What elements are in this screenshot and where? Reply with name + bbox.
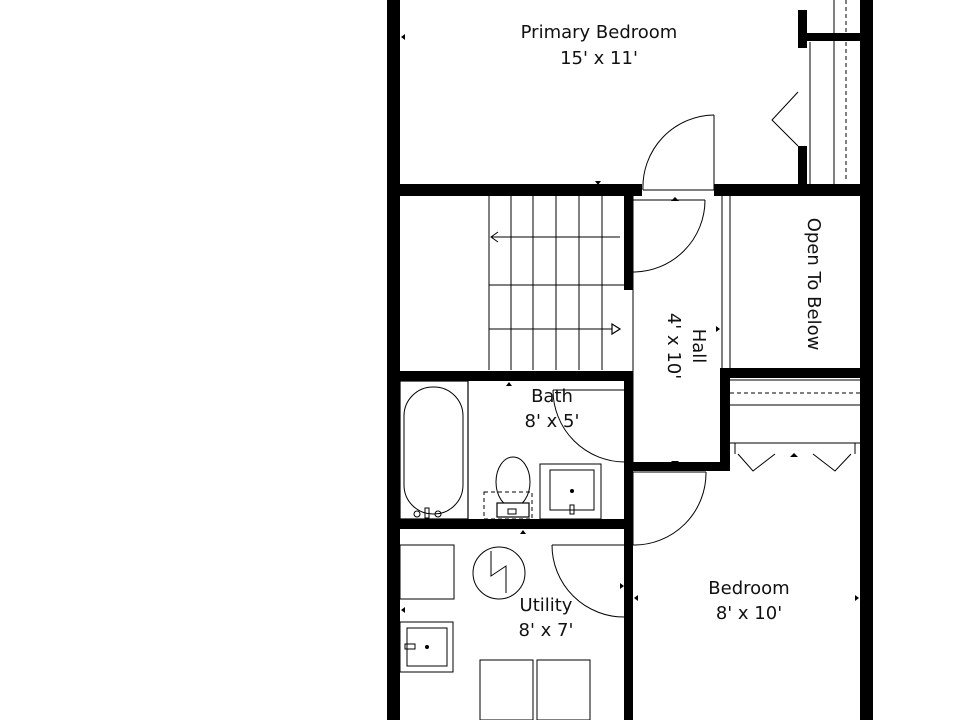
left-exterior-wall	[387, 0, 400, 720]
utility-sink-faucet	[404, 643, 416, 650]
wall-marker	[671, 461, 679, 465]
utility: Utility 8' x 7'	[399, 544, 626, 720]
utility-door-swing	[551, 544, 626, 618]
utility-sink	[406, 627, 448, 667]
closet-bifold-door	[771, 91, 799, 147]
stair-hall-wall	[624, 190, 633, 290]
tub-faucet	[424, 507, 430, 519]
wall-marker	[401, 607, 405, 613]
toilet-tank	[496, 502, 530, 518]
open-below-south-wall	[720, 368, 872, 378]
bedroom-door-swing	[642, 114, 715, 191]
bedroom-dims: 8' x 10'	[716, 603, 782, 624]
primary-bedroom-south-wall	[387, 184, 642, 196]
closet-bifold-left	[737, 453, 776, 472]
utility-name: Utility	[520, 595, 573, 616]
toilet-flush-icon	[507, 508, 517, 515]
water-heater-symbol-icon	[490, 551, 507, 593]
utility-sink-drain-icon	[425, 645, 429, 649]
vanity-sink	[549, 469, 595, 511]
tub-handle-icon	[413, 510, 421, 518]
closet-shelf-wall	[800, 33, 862, 41]
sink-faucet	[569, 504, 575, 515]
water-heater	[472, 546, 526, 600]
right-exterior-wall	[860, 0, 873, 720]
open-to-below-label-group: Open To Below	[803, 218, 824, 351]
bath-north-wall	[387, 371, 633, 381]
open-to-below-label: Open To Below	[803, 218, 824, 351]
closet-east-partition	[798, 10, 807, 48]
washer	[479, 659, 534, 720]
hall-south-wall	[624, 462, 730, 471]
bath-south-wall	[387, 519, 633, 529]
toilet-tank-outline	[483, 491, 533, 520]
primary-bedroom-south-wall-east	[714, 184, 872, 196]
hall-door-swing	[632, 199, 706, 273]
closet-bifold-right	[812, 453, 852, 472]
bath-door-swing	[552, 389, 626, 463]
bathtub	[399, 380, 469, 520]
bath-hall-wall	[624, 371, 633, 463]
utility-sink-cabinet	[399, 621, 454, 673]
storage-cabinet	[399, 544, 455, 600]
wall-marker	[506, 382, 512, 386]
toilet-bowl	[495, 456, 531, 508]
bath: Bath 8' x 5'	[399, 380, 626, 534]
wall-marker	[716, 326, 720, 332]
hall-name: Hall	[688, 329, 709, 364]
wall-marker	[671, 197, 679, 201]
stair-arrow-icon	[490, 231, 499, 243]
wall-marker	[790, 453, 798, 457]
sink-drain-icon	[570, 489, 574, 493]
bathtub-basin	[403, 386, 464, 515]
utility-bedroom-wall	[624, 462, 633, 720]
bath-name: Bath	[531, 386, 573, 407]
wall-marker	[855, 595, 859, 601]
primary-bedroom: Primary Bedroom 15' x 11'	[401, 0, 847, 191]
wall-marker	[595, 181, 601, 185]
hall-east-wall	[720, 370, 730, 470]
bedroom: Bedroom 8' x 10'	[632, 442, 860, 624]
bedroom-name: Bedroom	[708, 578, 789, 599]
staircase	[488, 196, 626, 370]
hall-label: Hall 4' x 10'	[663, 313, 709, 379]
utility-dims: 8' x 7'	[519, 620, 574, 641]
vanity	[539, 463, 602, 520]
primary-bedroom-dims: 15' x 11'	[560, 48, 638, 69]
wall-marker	[401, 34, 405, 40]
tub-handle-icon	[434, 510, 442, 518]
primary-bedroom-name: Primary Bedroom	[521, 22, 678, 43]
open-to-below: Open To Below	[730, 218, 860, 406]
wall-marker	[634, 595, 638, 601]
wall-marker	[520, 530, 526, 534]
hall-dims: 4' x 10'	[663, 313, 684, 379]
walls	[387, 0, 873, 720]
wall-marker	[620, 583, 624, 589]
hall: Hall 4' x 10'	[632, 196, 731, 465]
bedroom-door-swing	[632, 471, 707, 546]
wall-marker	[801, 37, 805, 43]
closet-east-partition-lower	[798, 146, 807, 192]
stair-arrow-icon	[611, 322, 622, 336]
bath-dims: 8' x 5'	[525, 411, 580, 432]
dryer	[536, 659, 591, 720]
